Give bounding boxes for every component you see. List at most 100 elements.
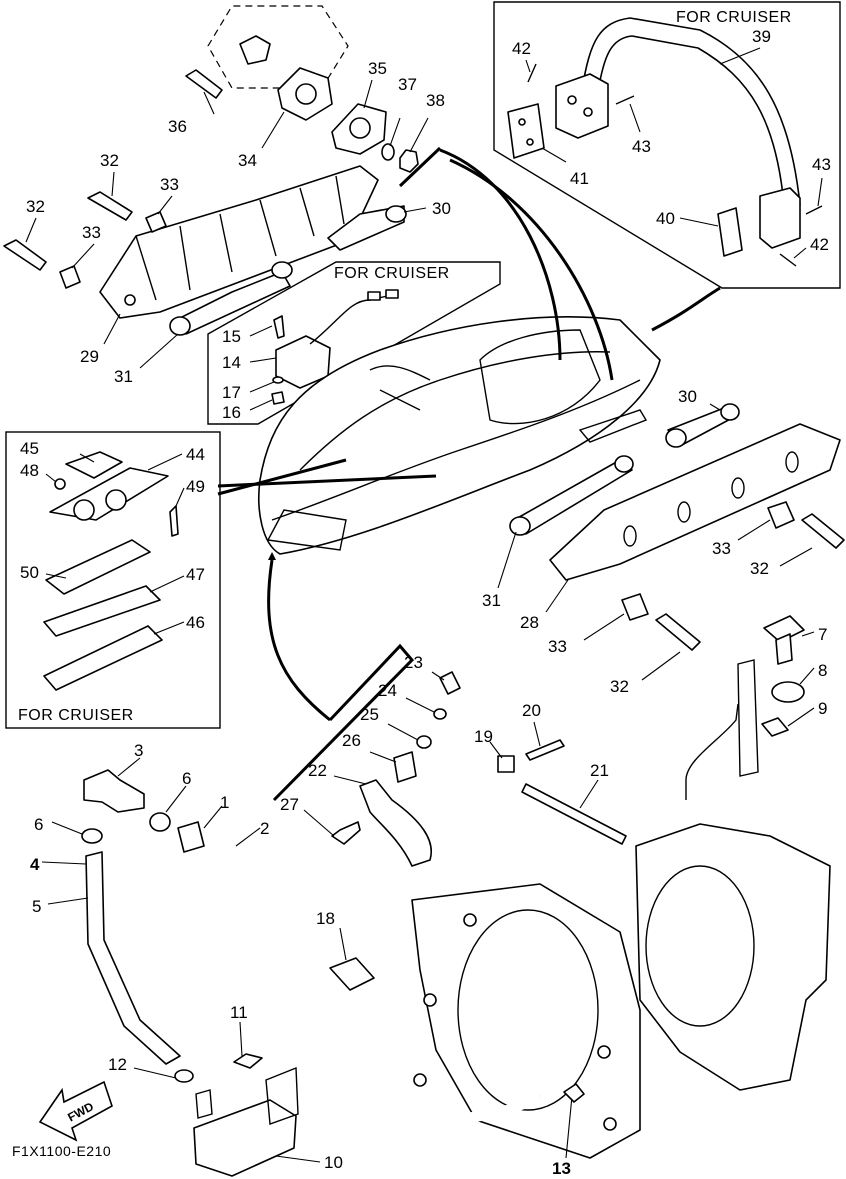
leader-line [203,91,215,115]
mount-plate-upper [507,103,545,159]
leader-line [147,453,183,471]
stud [423,993,437,1007]
joint-part [174,1069,194,1083]
screw-part [805,205,823,215]
callout-2: 2 [260,819,269,838]
leader-line [497,531,517,589]
callout-50: 50 [20,563,39,582]
callout-28: 28 [520,613,539,632]
step-end [169,316,191,336]
fitting-part [83,769,145,813]
grip-ribs [135,175,345,301]
intake-plate-part [411,883,641,1159]
connector-part [367,291,381,301]
callout-12: 12 [108,1055,127,1074]
mount-plate-lower [717,207,743,257]
leader-line [817,177,823,207]
callout-22: 22 [308,761,327,780]
leader-line [799,667,815,685]
leader-line [239,1021,243,1057]
inset-middle-border [207,261,501,425]
washer-part [416,735,432,749]
leader-line [275,1155,321,1163]
callout-11: 11 [230,1003,248,1022]
leader-line [541,147,567,163]
leader-line [165,785,187,813]
callout-33b: 33 [82,223,101,242]
callout-13: 13 [552,1159,571,1178]
bolt-part [185,69,223,99]
gasket-part [45,539,151,595]
leader-line [545,579,569,613]
rivet-part [525,739,565,761]
leader-line [525,59,531,73]
callout-32b: 32 [26,197,45,216]
leader-line [45,573,67,579]
hose-stub [195,1089,213,1119]
arrow-head [268,552,276,560]
drain-valve-part [239,35,271,65]
inset-box-cruiser: FOR CRUISER [207,261,501,425]
plug-stem [775,633,793,665]
leader-line [203,805,223,829]
callout-31a: 31 [114,367,133,386]
leader-line [51,821,83,835]
hose-tag [737,659,759,777]
callout-48: 48 [20,461,39,480]
callout-9: 9 [818,699,827,718]
rail-bore [623,525,637,547]
leader-line [133,1067,177,1079]
callout-26: 26 [342,731,361,750]
seat-outline [479,329,601,425]
clip-part [497,755,515,773]
callout-18: 18 [316,909,335,928]
rail-bore [731,477,745,499]
callout-10: 10 [324,1153,343,1172]
callout-29: 29 [80,347,99,366]
leader-line [405,697,435,713]
seal-part [771,681,805,703]
leader-line [249,381,275,393]
callout-30b: 30 [678,387,697,406]
callout-38: 38 [426,91,445,110]
stud [463,913,477,927]
leader-line [153,621,185,635]
inset-cleat-cruiser: FOR CRUISER [5,431,221,729]
connector-line [217,458,347,496]
callout-19: 19 [474,727,493,746]
leader-line [489,741,503,759]
leader-line [737,519,771,541]
callout-14: 14 [222,353,241,372]
leader-line [565,1095,573,1159]
bolt-part [655,613,701,651]
leader-line [363,79,373,109]
leader-line [641,651,681,681]
inset-middle-caption: FOR CRUISER [334,265,450,282]
callout-32d: 32 [610,677,629,696]
leader-line [579,779,599,809]
callout-24: 24 [378,681,397,700]
washer-part [381,143,395,161]
watercraft-hull [217,148,721,722]
callout-32c: 32 [750,559,769,578]
step-end [720,403,740,421]
callout-49: 49 [186,477,205,496]
spring-part [105,489,127,511]
leader-line [583,613,625,641]
hose-part [85,851,181,1065]
callout-21: 21 [590,761,609,780]
leader-line [409,117,429,153]
collar-part [393,751,417,783]
callout-1: 1 [220,793,229,812]
cleat-part [65,451,123,479]
inset-top-right-border [493,1,841,289]
leader-line [175,487,185,507]
hose-end [177,821,205,853]
callout-17: 17 [222,383,241,402]
connector-line [439,148,562,361]
callout-36: 36 [168,117,187,136]
leader-line [389,117,401,147]
callout-45: 45 [20,439,39,458]
leader-line [719,47,761,65]
diagram-code: F1X1100-E210 [12,1143,111,1159]
